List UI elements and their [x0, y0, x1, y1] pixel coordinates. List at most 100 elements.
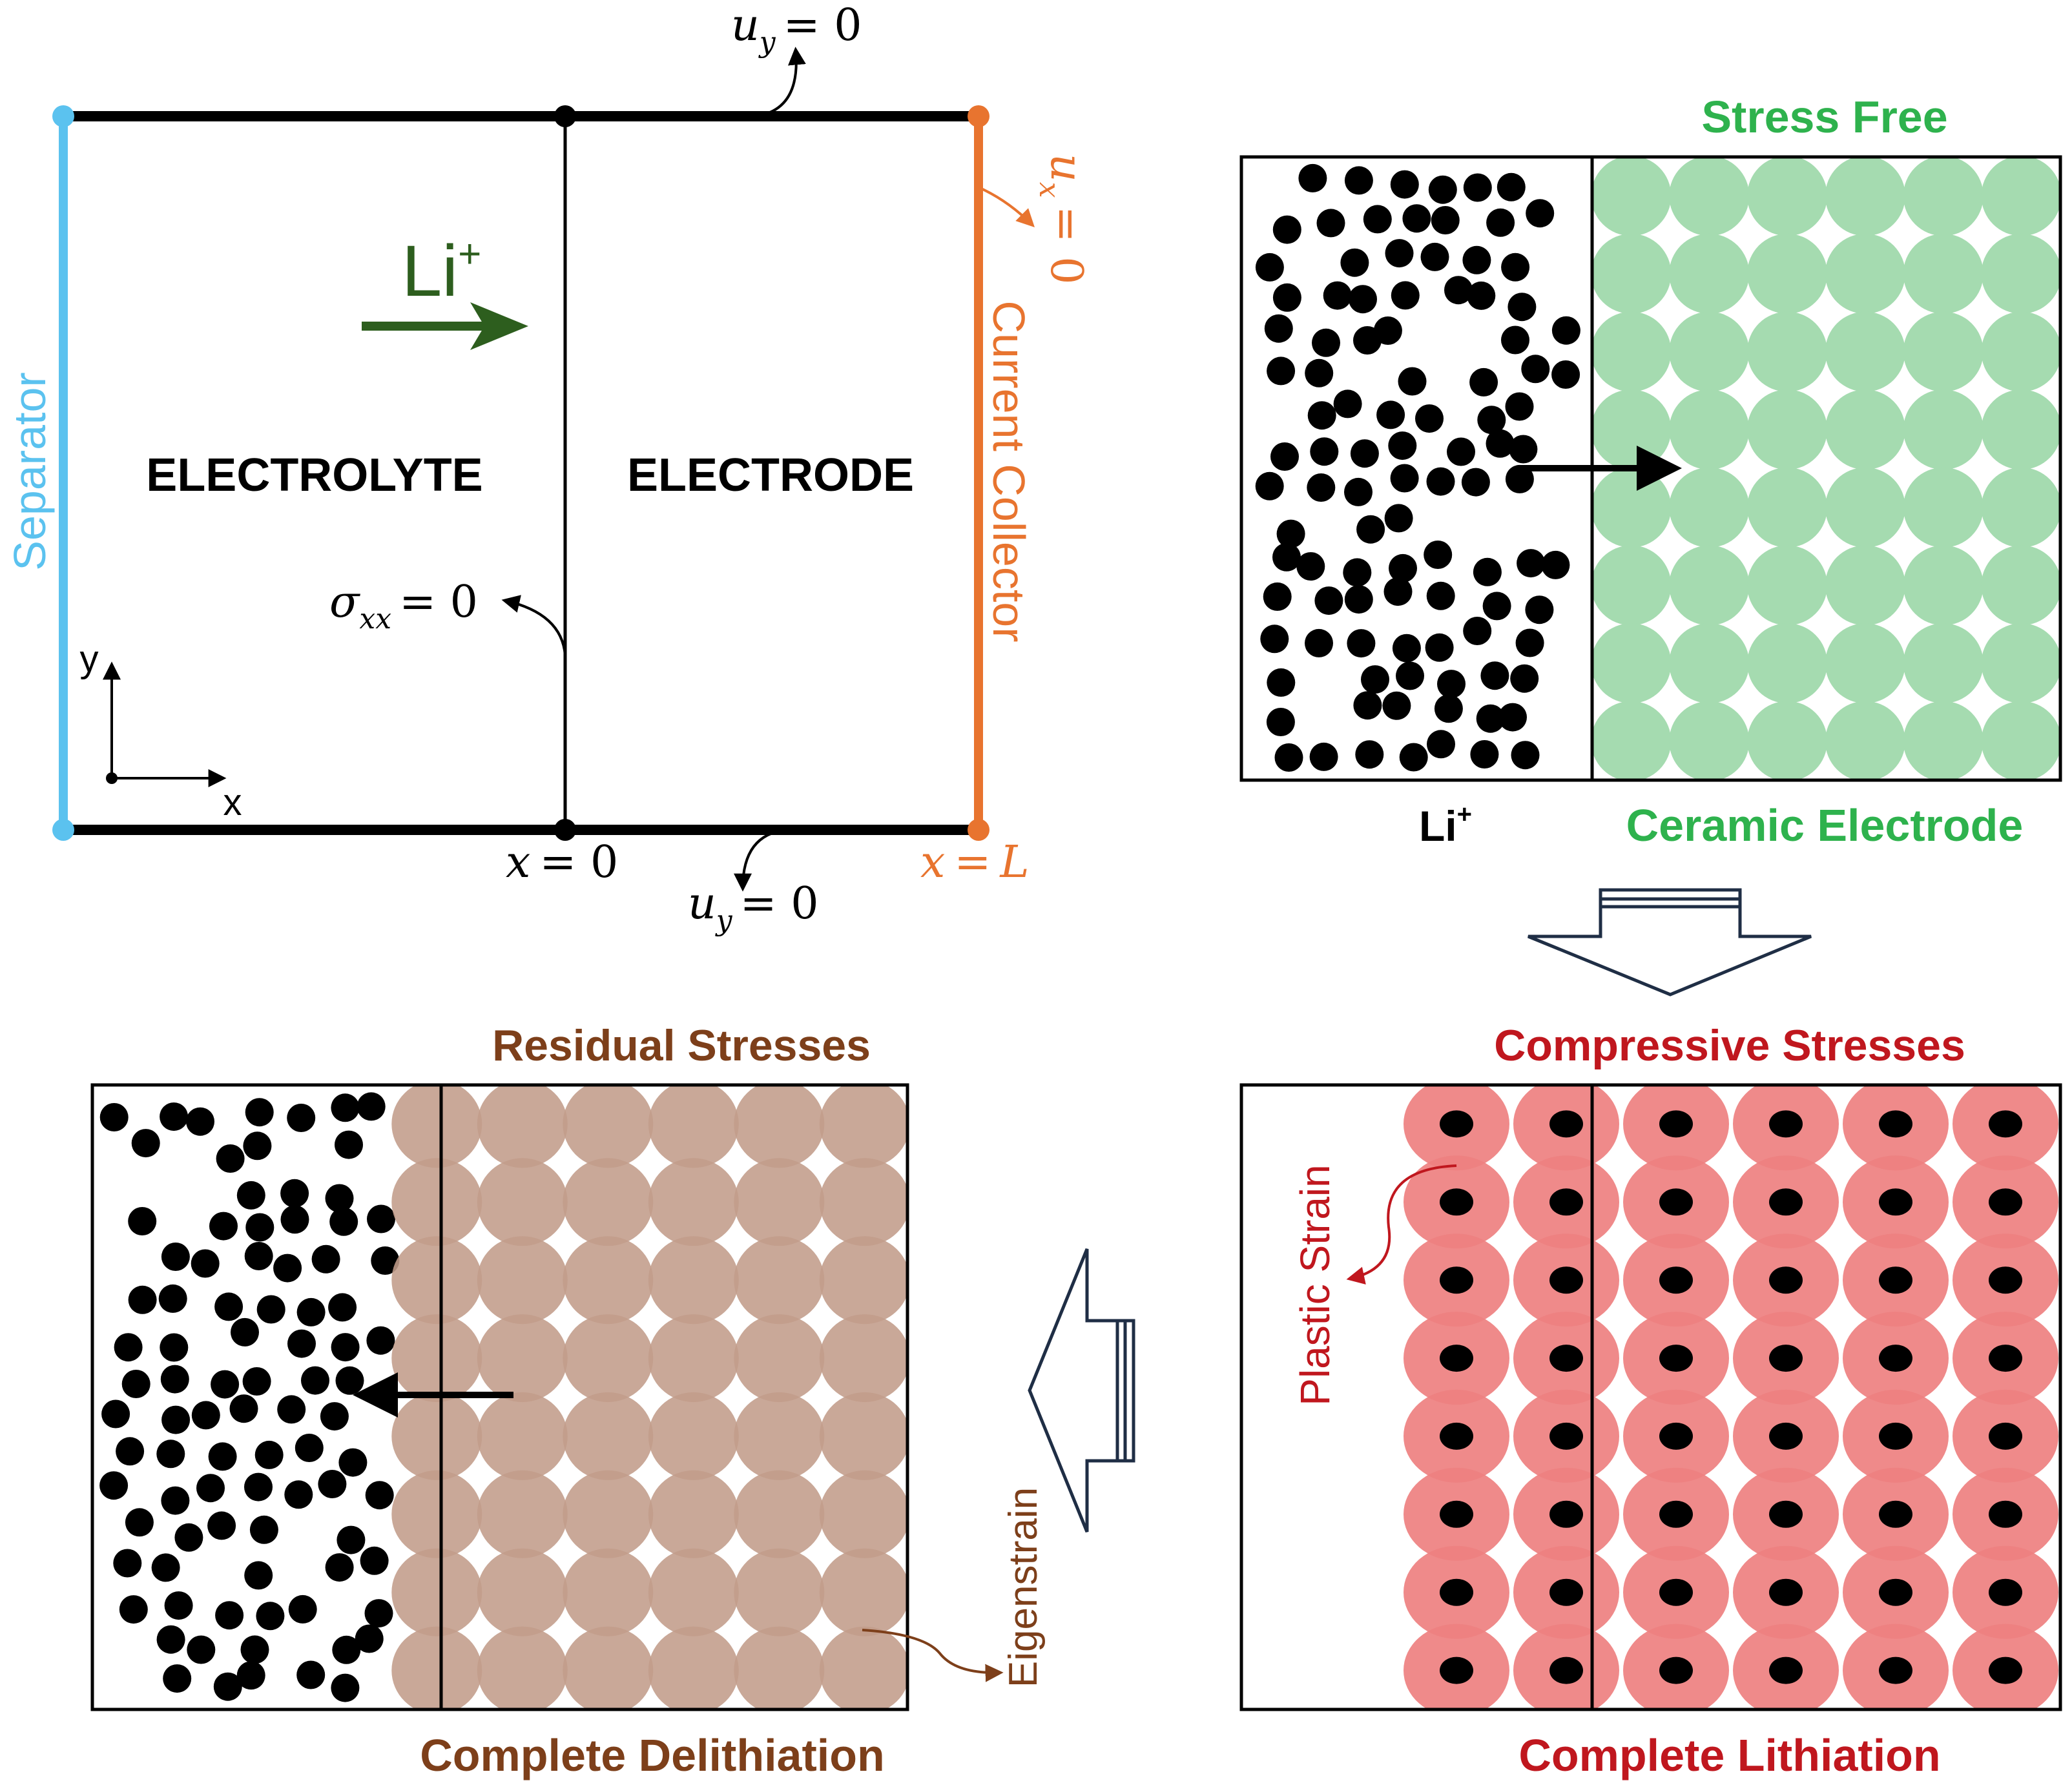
lithium-ion-dot	[1266, 708, 1295, 736]
ceramic-grain	[819, 1470, 907, 1558]
inserted-lithium-core	[1879, 1345, 1912, 1372]
lithium-ion-dot	[1390, 464, 1419, 493]
separator-label: Separator	[5, 372, 55, 570]
ceramic-grain	[819, 1392, 907, 1480]
lithium-ion-dot	[156, 1439, 185, 1469]
ceramic-grain	[1825, 157, 1905, 236]
lithium-ion-dot	[1469, 367, 1498, 397]
ceramic-grain	[1591, 389, 1672, 470]
lithium-ion-dot	[320, 1402, 349, 1431]
ceramic-electrode-caption: Ceramic Electrode	[1626, 800, 2024, 851]
ceramic-grain	[1591, 701, 1672, 780]
eigenstrain-pointer	[862, 1629, 1004, 1682]
lithium-ion-dot	[355, 1624, 384, 1653]
ceramic-grain	[1669, 545, 1750, 626]
lithium-ion-dot	[236, 1661, 265, 1690]
lithium-ion-dot	[161, 1243, 190, 1271]
ceramic-grain	[1981, 701, 2060, 780]
lithium-ion-dot	[160, 1333, 189, 1362]
lithium-ion-dot	[158, 1284, 187, 1313]
lithium-ion-dot	[1434, 694, 1463, 723]
lithium-ion-dot	[366, 1326, 395, 1355]
lithium-ion-dot	[151, 1553, 180, 1582]
lithium-ion-dot	[191, 1249, 220, 1278]
lithium-ion-dot	[160, 1365, 189, 1394]
ceramic-grain	[563, 1470, 654, 1558]
ceramic-grain	[391, 1470, 482, 1558]
lithium-ion-dot	[296, 1297, 326, 1326]
lithium-ion-dot	[1373, 316, 1402, 345]
ceramic-grain	[819, 1626, 907, 1709]
ceramic-grain	[1747, 157, 1828, 236]
ceramic-grain	[1825, 233, 1905, 314]
lithium-ion-dot	[295, 1434, 324, 1462]
lithium-ion-dot	[125, 1508, 154, 1537]
inserted-lithium-core	[1549, 1188, 1583, 1216]
ceramic-grain	[1903, 311, 1984, 392]
lithium-ion-dot	[277, 1395, 306, 1424]
transition-arrow-left	[1028, 1248, 1135, 1532]
ceramic-grain	[1981, 157, 2060, 236]
lithium-ion-dot	[1272, 215, 1301, 244]
lithium-ion-dot	[245, 1213, 275, 1242]
inserted-lithium-core	[1989, 1345, 2022, 1372]
bc-top-uy: uy= 0	[731, 0, 862, 118]
bc-collector-pointer	[978, 186, 1035, 227]
bc-top-pointer	[755, 46, 806, 118]
bc-interface-pointer	[501, 595, 566, 656]
lithium-ion-dot	[337, 1525, 366, 1554]
ceramic-grain	[1981, 311, 2060, 392]
lithium-ion-dot	[1347, 629, 1376, 658]
lithium-ion-dot	[331, 1093, 360, 1122]
lithium-ion-dot	[215, 1601, 244, 1630]
ceramic-grain	[819, 1158, 907, 1246]
lithium-ion-dot	[1344, 585, 1373, 614]
ceramic-grain	[819, 1548, 907, 1636]
lithium-ion-dot	[1424, 541, 1453, 569]
lithium-ion-dot	[335, 1366, 364, 1395]
ceramic-grain	[1825, 467, 1905, 548]
ceramic-grain	[391, 1236, 482, 1325]
stress-free-li-caption: Li+	[1419, 800, 1472, 850]
ceramic-grain	[1747, 701, 1828, 780]
coordinate-axes: x y	[80, 638, 242, 823]
lithium-ion-dot	[1312, 328, 1340, 357]
x-axis-label: x	[223, 781, 242, 823]
lithium-ion-dot	[1476, 704, 1505, 733]
lithium-ion-dot	[1296, 552, 1325, 581]
ceramic-grain	[391, 1085, 482, 1168]
lithium-ion-dot	[1310, 437, 1339, 466]
inserted-lithium-core	[1769, 1578, 1803, 1606]
lithium-ion-dot	[1350, 439, 1379, 468]
lithium-ion-dot	[1255, 471, 1284, 500]
lithium-ion-dot	[160, 1102, 189, 1131]
ion-flux-indicator: Li+	[362, 231, 528, 350]
ion-arrow-head	[470, 302, 528, 350]
lithium-ion-dot	[121, 1370, 150, 1398]
ceramic-grain	[1591, 623, 1672, 704]
lithium-ion-dot	[365, 1481, 394, 1510]
inserted-lithium-core	[1769, 1656, 1803, 1684]
lithium-ion-dot	[131, 1129, 160, 1158]
lithium-ion-dot	[1361, 665, 1389, 694]
ceramic-grain	[1669, 389, 1750, 470]
lithium-ion-dot	[236, 1181, 265, 1210]
plastic-strain-label: Plastic Strain	[1292, 1164, 1338, 1405]
collector-corner-dot	[968, 819, 989, 841]
delithiation-frame	[90, 1083, 909, 1711]
panel-delithiation: Residual Stresses Eigenstrain Complete D…	[90, 1021, 1046, 1780]
lithium-ion-dot	[1526, 199, 1555, 228]
ceramic-grain	[391, 1158, 482, 1246]
inserted-lithium-core	[1769, 1500, 1803, 1528]
lithium-ion-dot	[1383, 577, 1413, 606]
ceramic-grain	[734, 1470, 825, 1558]
lithium-ion-dot	[1388, 431, 1417, 460]
lithium-ion-dot	[1427, 730, 1455, 759]
lithium-ion-dot	[1356, 515, 1385, 544]
lithium-ion-dot	[1376, 400, 1405, 429]
lithium-ion-dot	[1463, 173, 1492, 202]
ceramic-grain	[563, 1314, 654, 1403]
lithium-ion-dot	[1525, 595, 1554, 624]
lithium-ion-dot	[335, 1130, 363, 1159]
inserted-lithium-core	[1769, 1188, 1803, 1216]
